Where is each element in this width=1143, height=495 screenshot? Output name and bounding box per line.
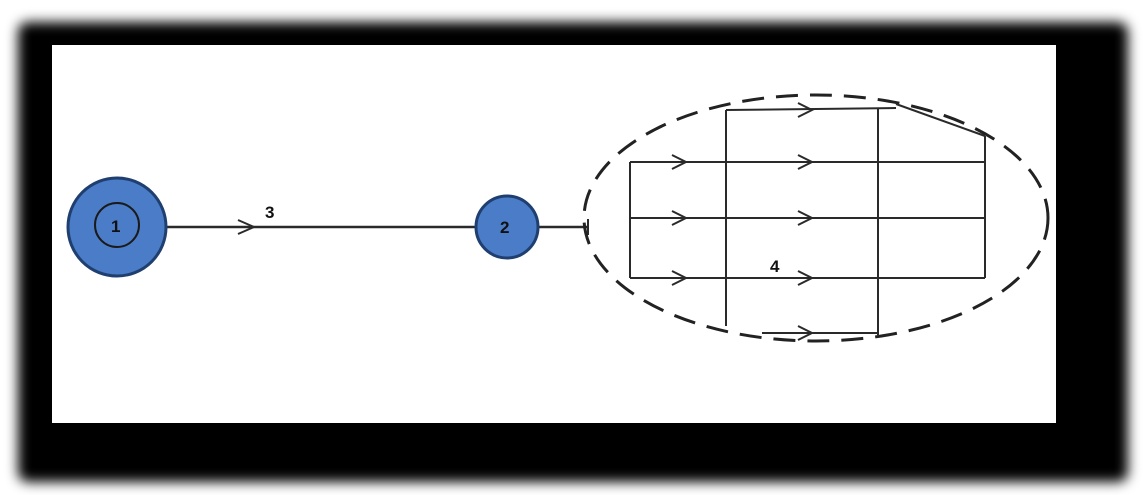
node-1: 1 [66,176,168,278]
flow-arrow-icon [671,210,689,226]
white-canvas [52,45,1056,423]
flow-arrow-icon [797,325,815,341]
node-2-circle [474,194,540,260]
node-1-label: 1 [111,217,120,236]
flow-arrow-icon [797,154,815,170]
flow-arrow-icon [797,270,815,286]
edge-4-label: 4 [770,257,780,276]
flow-arrow-icon [671,270,689,286]
edge-3-label: 3 [265,203,274,222]
node-1-inner-ring [94,202,140,248]
edge-3-arrow-icon [237,219,257,235]
grid-diagonal-line [895,103,986,137]
flow-arrow-icon [797,102,815,118]
connector-2-to-grid [538,219,589,235]
node-2: 2 [474,194,540,260]
dashed-boundary [582,93,1050,343]
distribution-grid [629,102,986,341]
node-1-circle [66,176,168,278]
edge-3: 3 [166,203,476,235]
node-2-label: 2 [500,218,509,237]
flow-arrow-icon [671,154,689,170]
flow-arrow-icon [797,210,815,226]
